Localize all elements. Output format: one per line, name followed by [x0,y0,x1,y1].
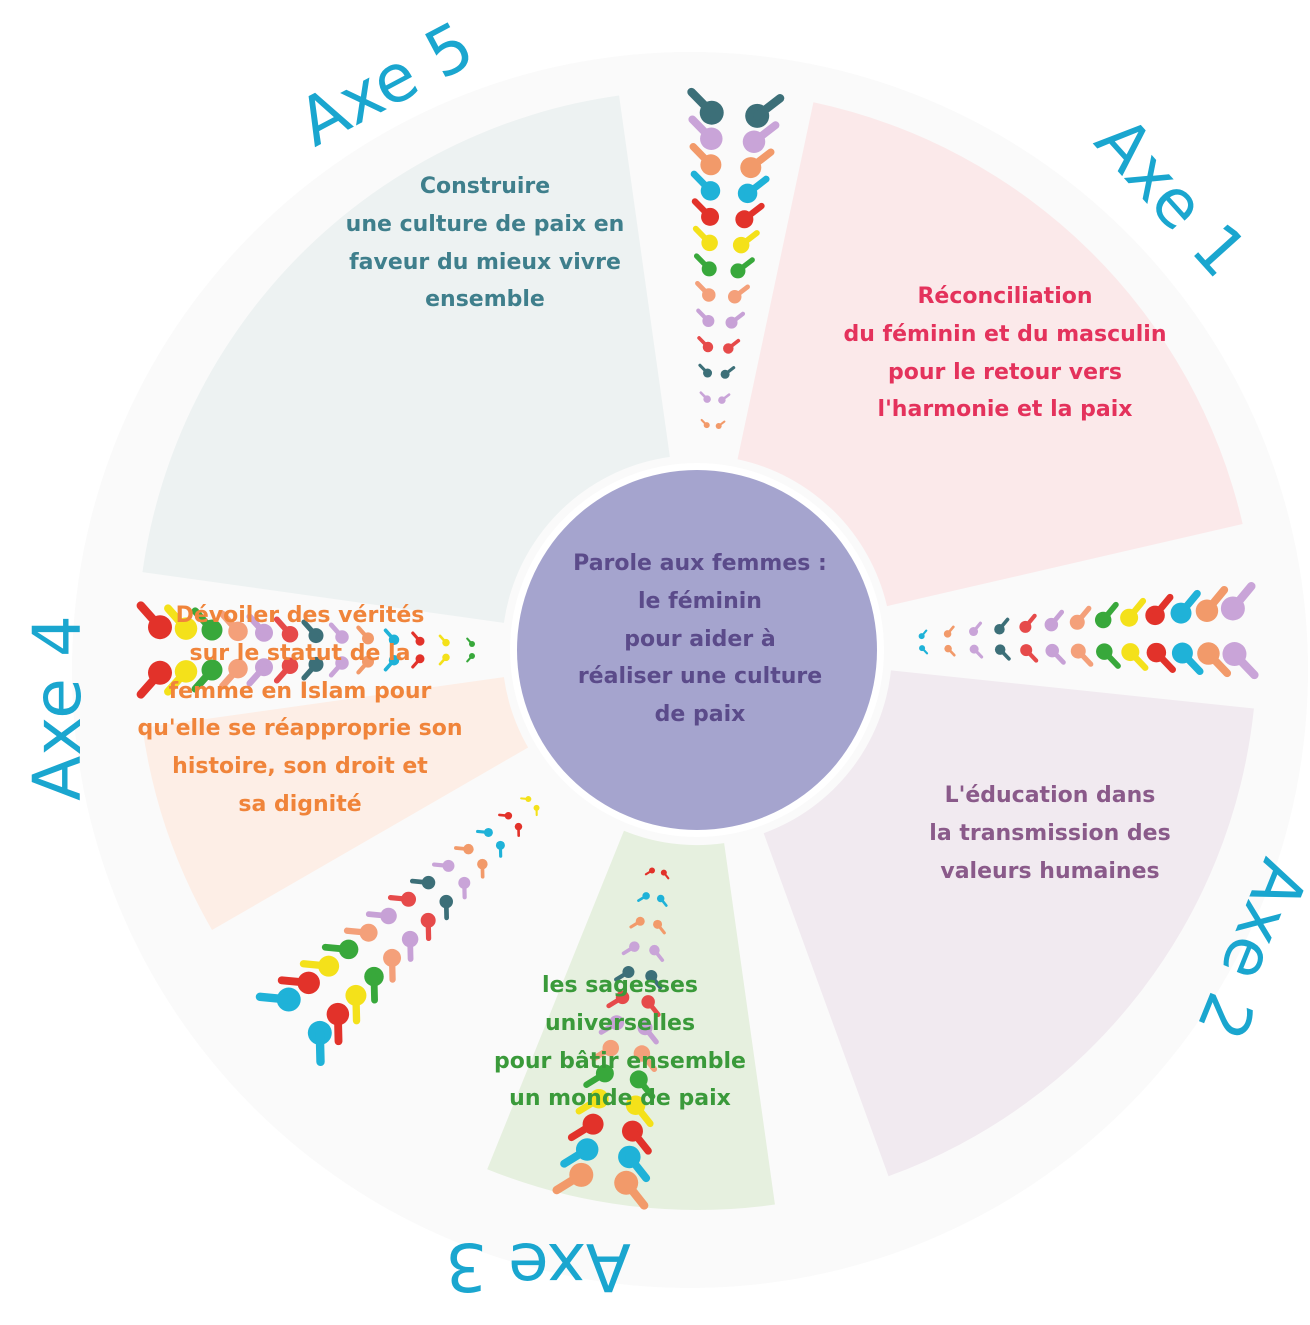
person-body [356,995,357,1020]
axe-4-line: qu'elle se réapproprie son [110,710,490,748]
person-body [260,997,289,1000]
person-body [521,798,528,799]
person-body [412,881,428,883]
axe-3-label: Axe 3 [445,1228,631,1305]
axe-1-line: l'harmonie et la paix [800,391,1210,429]
person-body [499,815,508,816]
center-title: Parole aux femmes : le féminin pour aide… [520,545,880,734]
axe-1-line: Réconciliation [800,278,1210,316]
person-body [478,831,489,832]
person-body [338,1014,339,1041]
axe-1-text: Réconciliation du féminin et du masculin… [800,278,1210,429]
person-body [325,947,348,949]
person-body [456,848,469,849]
person-body [392,958,393,980]
axe-4-label: Axe 4 [19,615,96,801]
person-body [282,980,309,983]
person-body [434,865,448,866]
axe-2-line: valeurs humaines [880,853,1220,891]
axe-4-line: Dévoiler des vérités [110,597,490,635]
center-line: pour aider à [520,621,880,659]
axe-4-line: sa dignité [110,786,490,824]
axe-2-text: L'éducation dans la transmission des val… [880,777,1220,890]
person-body [347,931,369,933]
axe-5-line: ensemble [300,281,670,319]
axe-5-line: faveur du mieux vivre [300,244,670,282]
axe-5-line: une culture de paix en [300,206,670,244]
axe-3-line: les sagesses [450,967,790,1005]
axe-2-line: la transmission des [880,815,1220,853]
axe-1-line: pour le retour vers [800,354,1210,392]
person-body [391,898,409,900]
axe-4-line: histoire, son droit et [110,748,490,786]
axe-5-text: Construire une culture de paix en faveur… [300,168,670,319]
person-body [369,914,389,916]
axe-1-line: du féminin et du masculin [800,316,1210,354]
axe-4-line: femme en Islam pour [110,673,490,711]
center-line: Parole aux femmes : [520,545,880,583]
person-body [320,1033,321,1062]
axe-3-line: universelles [450,1005,790,1043]
axe-4-text: Dévoiler des vérités sur le statut de la… [110,597,490,824]
center-line: le féminin [520,583,880,621]
center-line: réaliser une culture [520,658,880,696]
center-line: de paix [520,696,880,734]
person-body [303,964,328,966]
axe-3-line: un monde de paix [450,1080,790,1118]
axe-5-line: Construire [300,168,670,206]
axe-4-line: sur le statut de la [110,635,490,673]
axe-2-line: L'éducation dans [880,777,1220,815]
person-body [374,977,375,1000]
axe-3-text: les sagesses universelles pour bâtir ens… [450,967,790,1118]
axe-3-line: pour bâtir ensemble [450,1043,790,1081]
